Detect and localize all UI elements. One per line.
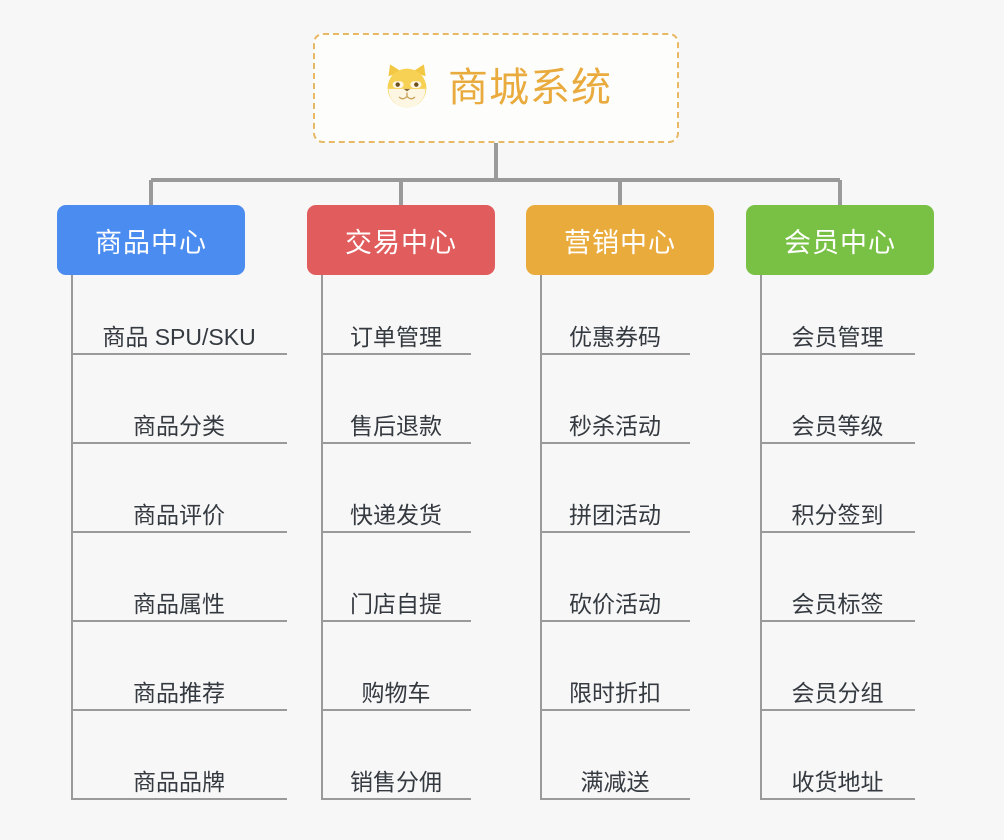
leaf-item-label: 商品分类 bbox=[133, 412, 225, 439]
leaf-item[interactable]: 优惠券码 bbox=[540, 311, 690, 355]
leaf-item[interactable]: 拼团活动 bbox=[540, 489, 690, 533]
leaf-item-label: 限时折扣 bbox=[569, 679, 661, 706]
leaf-item[interactable]: 秒杀活动 bbox=[540, 400, 690, 444]
leaf-item[interactable]: 会员标签 bbox=[760, 578, 915, 622]
leaf-item[interactable]: 商品推荐 bbox=[71, 667, 287, 711]
leaf-item[interactable]: 售后退款 bbox=[321, 400, 471, 444]
leaf-item-label: 销售分佣 bbox=[350, 768, 442, 795]
leaf-item-label: 积分签到 bbox=[791, 501, 884, 528]
leaf-item-label: 会员分组 bbox=[791, 679, 884, 706]
leaf-item[interactable]: 砍价活动 bbox=[540, 578, 690, 622]
leaf-item[interactable]: 商品分类 bbox=[71, 400, 287, 444]
leaf-item-label: 快递发货 bbox=[350, 501, 442, 528]
leaf-item[interactable]: 商品 SPU/SKU bbox=[71, 311, 287, 355]
leaf-item-label: 商品评价 bbox=[133, 501, 225, 528]
leaf-item-label: 优惠券码 bbox=[569, 323, 661, 350]
root-node-title: 商城系统 bbox=[448, 66, 612, 110]
category-box-trade-center[interactable]: 交易中心 bbox=[307, 205, 495, 275]
leaf-item-label: 砍价活动 bbox=[569, 590, 661, 617]
leaf-item[interactable]: 会员等级 bbox=[760, 400, 915, 444]
leaf-item[interactable]: 商品品牌 bbox=[71, 756, 287, 800]
branch-rail bbox=[71, 275, 73, 800]
category-label: 营销中心 bbox=[564, 227, 676, 258]
leaf-item-label: 商品推荐 bbox=[133, 679, 225, 706]
branch-rail bbox=[540, 275, 542, 800]
leaf-item[interactable]: 门店自提 bbox=[321, 578, 471, 622]
category-label: 交易中心 bbox=[345, 227, 457, 258]
leaf-item-label: 订单管理 bbox=[350, 323, 442, 350]
leaf-item-label: 收货地址 bbox=[791, 768, 884, 795]
leaf-item[interactable]: 限时折扣 bbox=[540, 667, 690, 711]
leaf-item-label: 拼团活动 bbox=[569, 501, 661, 528]
leaf-item-label: 满减送 bbox=[580, 768, 650, 795]
leaf-item[interactable]: 会员分组 bbox=[760, 667, 915, 711]
leaf-item[interactable]: 购物车 bbox=[321, 667, 471, 711]
leaf-item-label: 门店自提 bbox=[350, 590, 442, 617]
leaf-item-label: 会员等级 bbox=[791, 412, 884, 439]
leaf-item[interactable]: 订单管理 bbox=[321, 311, 471, 355]
branch-rail bbox=[760, 275, 762, 800]
leaf-item[interactable]: 收货地址 bbox=[760, 756, 915, 800]
leaf-item-label: 商品属性 bbox=[133, 590, 225, 617]
leaf-item[interactable]: 满减送 bbox=[540, 756, 690, 800]
leaf-item-label: 商品 SPU/SKU bbox=[102, 323, 256, 350]
leaf-item-label: 售后退款 bbox=[350, 412, 442, 439]
branch-rail bbox=[321, 275, 323, 800]
leaf-item[interactable]: 销售分佣 bbox=[321, 756, 471, 800]
leaf-item-label: 秒杀活动 bbox=[569, 412, 661, 439]
root-node-card[interactable]: 商城系统 bbox=[313, 33, 679, 143]
category-box-member-center[interactable]: 会员中心 bbox=[746, 205, 934, 275]
leaf-item[interactable]: 快递发货 bbox=[321, 489, 471, 533]
category-box-product-center[interactable]: 商品中心 bbox=[57, 205, 245, 275]
shiba-dog-face-icon bbox=[387, 64, 427, 108]
leaf-item-label: 购物车 bbox=[361, 679, 431, 706]
leaf-item-label: 商品品牌 bbox=[133, 768, 225, 795]
leaf-item-label: 会员标签 bbox=[791, 590, 884, 617]
leaf-item[interactable]: 积分签到 bbox=[760, 489, 915, 533]
category-label: 商品中心 bbox=[95, 227, 207, 258]
leaf-item[interactable]: 商品属性 bbox=[71, 578, 287, 622]
leaf-item[interactable]: 商品评价 bbox=[71, 489, 287, 533]
leaf-item[interactable]: 会员管理 bbox=[760, 311, 915, 355]
leaf-item-label: 会员管理 bbox=[791, 323, 884, 350]
category-box-marketing-center[interactable]: 营销中心 bbox=[526, 205, 714, 275]
category-label: 会员中心 bbox=[784, 227, 896, 258]
